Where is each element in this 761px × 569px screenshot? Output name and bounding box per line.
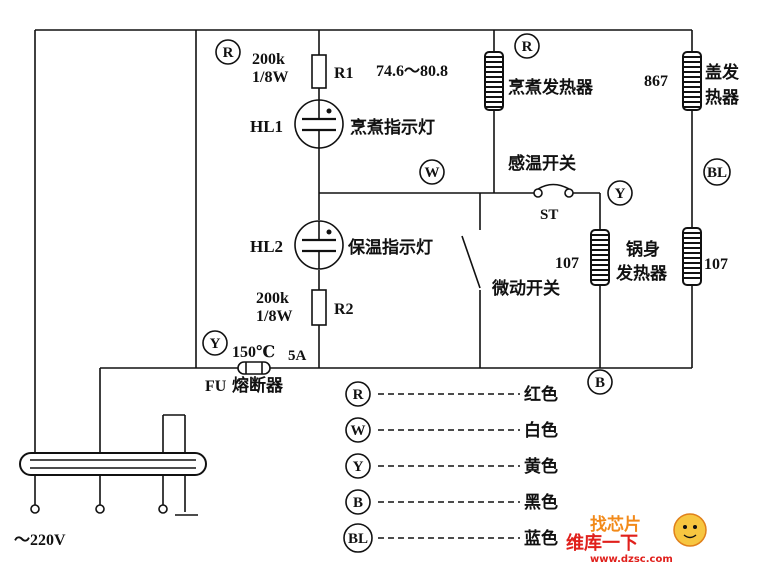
thermo-switch-label: 感温开关 — [508, 153, 576, 174]
supply-label: ～220V — [14, 532, 66, 549]
legend-code: R — [353, 387, 364, 403]
cook-heater-coil — [484, 51, 504, 111]
wire-tag-y-switch: Y — [607, 180, 633, 206]
lid-heater-label-1: 盖发 — [705, 62, 740, 83]
heaters — [484, 51, 702, 286]
r1-power: 1/8W — [252, 69, 288, 86]
legend-code-circle — [345, 489, 371, 515]
wire-tag-b-bottom: B — [587, 369, 613, 395]
legend-code: Y — [353, 459, 364, 475]
legend-code-circle — [345, 417, 371, 443]
legend-code: B — [353, 495, 363, 511]
fuse — [237, 361, 271, 375]
hl1-label: 烹煮指示灯 — [350, 117, 435, 138]
thermo-switch — [533, 183, 574, 198]
svg-text:R: R — [223, 45, 234, 61]
pot-heater-coil — [682, 227, 702, 286]
wire-tag-r-top: R — [215, 39, 241, 65]
lid-heater-label-2: 热器 — [705, 87, 740, 108]
micro-switch-label: 微动开关 — [491, 278, 560, 299]
pot-heater-label-1: 锅身 — [626, 239, 660, 260]
r2-resistor — [311, 289, 327, 326]
r2-power: 1/8W — [256, 308, 292, 325]
hl2-name: HL2 — [250, 237, 283, 256]
thermo-switch-name: ST — [540, 207, 558, 223]
hl2-label: 保温指示灯 — [347, 237, 433, 258]
watermark-line2: 维库一下 — [566, 532, 638, 554]
pot-heater-value: 107 — [704, 256, 728, 273]
wire-tag-y-fuse: Y — [202, 330, 228, 356]
r1-resistor — [311, 54, 327, 89]
svg-text:R: R — [522, 39, 533, 55]
hl1-name: HL1 — [250, 117, 283, 136]
legend-code: W — [351, 423, 366, 439]
legend-code-circle — [345, 453, 371, 479]
watermark-url: www.dzsc.com — [590, 554, 673, 565]
legend-item: B 黑色 — [345, 489, 558, 515]
wires — [34, 29, 693, 516]
wire-tag-r-heater: R — [514, 33, 540, 59]
micro-switch-value: 107 — [555, 255, 579, 272]
power-plug — [19, 452, 207, 514]
wire-tag-w-mid: W — [419, 159, 445, 185]
pot-heater-label-2: 发热器 — [615, 263, 668, 284]
lid-heater-coil — [682, 51, 702, 111]
micro-switch-heater-coil — [590, 229, 610, 286]
watermark-line1: 找芯片 — [590, 514, 641, 535]
svg-text:W: W — [425, 165, 440, 181]
fuse-name: FU — [205, 378, 227, 395]
svg-text:B: B — [595, 375, 605, 391]
legend-color-label: 黑色 — [524, 492, 558, 513]
legend-item: W 白色 — [345, 417, 558, 443]
mascot-icon — [673, 513, 707, 547]
legend-item: R 红色 — [345, 381, 558, 407]
cook-heater-range: 74.6～80.8 — [376, 63, 448, 80]
r1-name: R1 — [334, 65, 354, 82]
legend-code-circle — [345, 381, 371, 407]
legend-color-label: 黄色 — [524, 456, 558, 477]
fuse-rating-temp: 150℃ — [232, 344, 275, 361]
legend-item: Y 黄色 — [345, 453, 558, 479]
legend-color-label: 蓝色 — [524, 528, 558, 549]
wire-tag-bl-right: BL — [703, 158, 731, 186]
r1-value: 200k — [252, 51, 285, 68]
legend-color-label: 红色 — [524, 384, 558, 405]
legend-code: BL — [348, 531, 368, 547]
hl2-lamp — [294, 220, 344, 270]
r2-name: R2 — [334, 301, 354, 318]
legend-item: BL 蓝色 — [343, 523, 558, 553]
svg-text:BL: BL — [707, 165, 727, 181]
r2-value: 200k — [256, 290, 289, 307]
legend-color-label: 白色 — [524, 420, 558, 441]
fuse-label: 熔断器 — [232, 375, 284, 396]
svg-text:Y: Y — [210, 336, 221, 352]
legend-code-circle — [343, 523, 373, 553]
watermark-logo: 找芯片 维库一下 www.dzsc.com — [566, 513, 707, 565]
svg-text:Y: Y — [615, 186, 626, 202]
lid-heater-value: 867 — [644, 73, 668, 90]
hl1-lamp — [294, 99, 344, 149]
color-legend: R 红色 W 白色 Y 黄色 B 黑色 BL 蓝色 — [343, 381, 558, 553]
cook-heater-label: 烹煮发热器 — [508, 77, 594, 98]
fuse-rating-current: 5A — [288, 348, 307, 364]
